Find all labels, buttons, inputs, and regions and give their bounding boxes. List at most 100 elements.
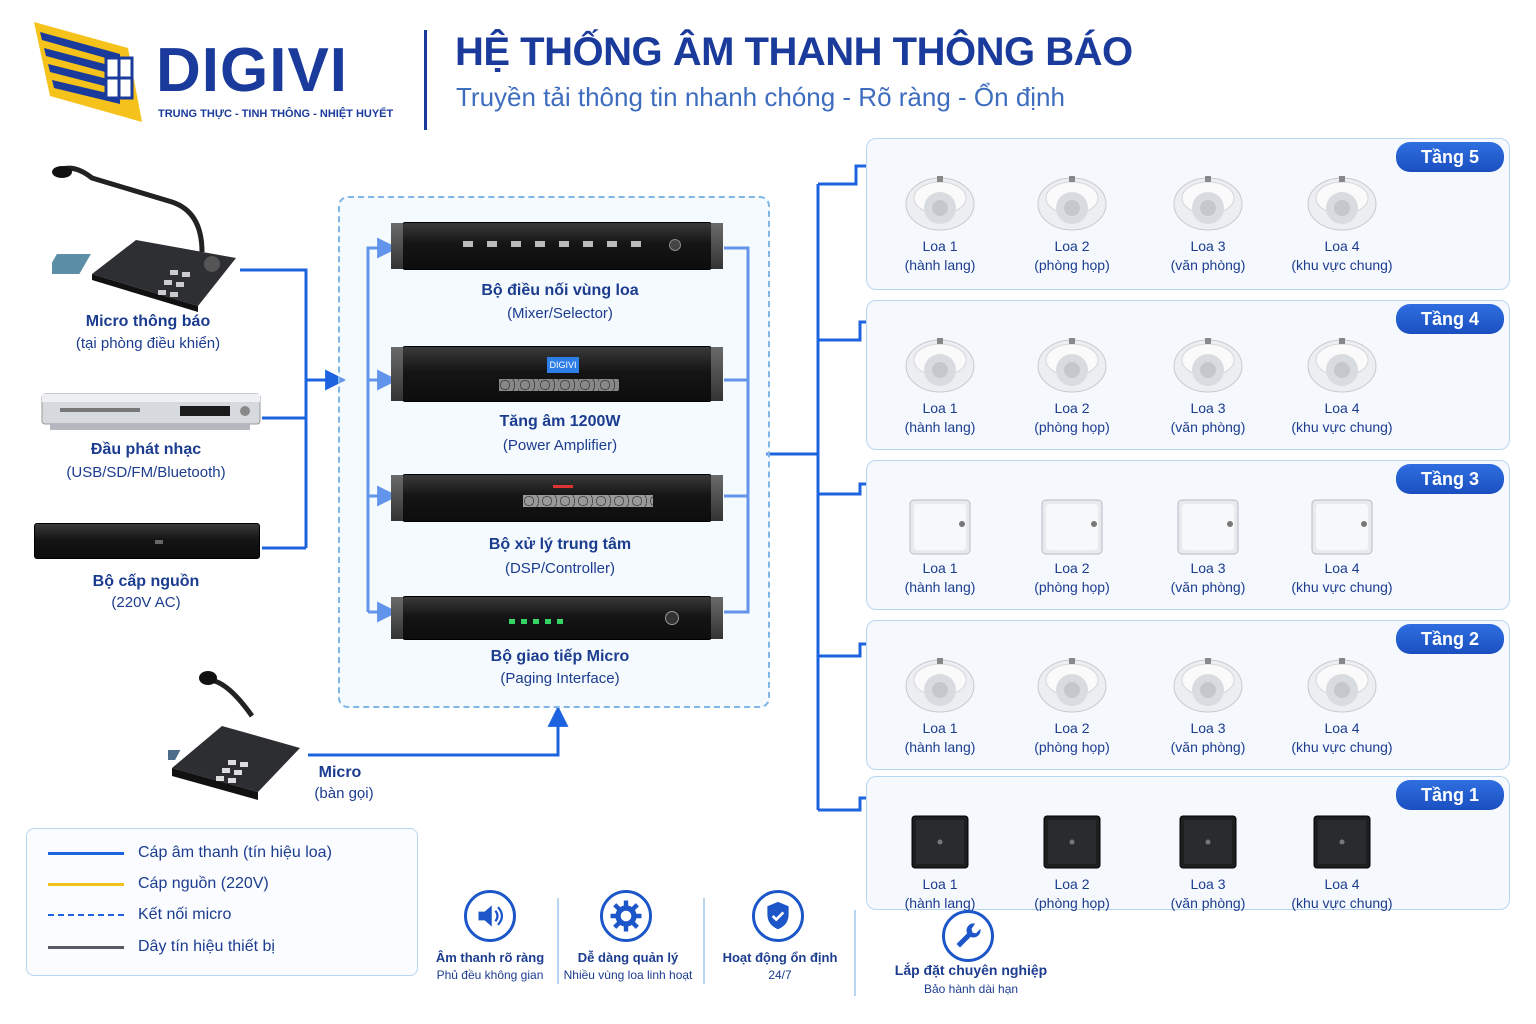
dsp-controller-device [391, 474, 723, 522]
mixer-selector-device [391, 222, 723, 270]
legend-line-audio [48, 852, 124, 855]
feature-title-2: Dễ dàng quản lý [577, 950, 679, 965]
speaker-name: Loa 4 [1324, 720, 1360, 736]
speaker-room: (văn phòng) [1170, 579, 1246, 595]
feature-title-1: Âm thanh rõ ràng [435, 950, 545, 965]
speaker-icon [1306, 496, 1378, 558]
paging-sub: (Paging Interface) [500, 670, 620, 687]
speaker-name: Loa 3 [1190, 400, 1226, 416]
speaker-icon [1306, 812, 1378, 874]
speaker-room: (khu vực chung) [1291, 739, 1393, 755]
speaker-icon [1036, 336, 1108, 398]
speaker-name: Loa 2 [1054, 400, 1090, 416]
digivi-logo-icon [34, 22, 142, 122]
speaker-icon [1306, 174, 1378, 236]
source-label-mic: Micro thông báo [85, 313, 211, 330]
speaker-icon [464, 890, 516, 942]
feature-sub-2: Nhiều vùng loa linh hoạt [563, 968, 693, 982]
speaker-name: Loa 4 [1324, 876, 1360, 892]
speaker-icon [1036, 656, 1108, 718]
floor-badge: Tầng 5 [1396, 142, 1504, 172]
legend-label-power: Cáp nguồn (220V) [138, 875, 269, 892]
feature-divider [703, 898, 705, 984]
speaker-room: (phòng họp) [1034, 739, 1110, 755]
page-title: HỆ THỐNG ÂM THANH THÔNG BÁO [455, 30, 1133, 74]
amp-display: DIGIVI [547, 357, 579, 373]
legend-line-signal [48, 946, 124, 949]
speaker-name: Loa 2 [1054, 720, 1090, 736]
speaker-room: (văn phòng) [1170, 419, 1246, 435]
source-label-power: Bộ cấp nguồn [92, 573, 200, 590]
amp-sub: (Power Amplifier) [502, 437, 618, 454]
paging-interface-device [391, 596, 723, 640]
speaker-name: Loa 4 [1324, 560, 1360, 576]
speaker-room: (khu vực chung) [1291, 257, 1393, 273]
speaker-name: Loa 1 [922, 876, 958, 892]
floor-badge: Tầng 4 [1396, 304, 1504, 334]
call-mic-station-icon [168, 671, 300, 800]
speaker-room: (hành lang) [904, 419, 976, 435]
legend-label-audio: Cáp âm thanh (tín hiệu loa) [138, 844, 332, 861]
feature-sub-1: Phủ đều không gian [436, 968, 544, 982]
feature-sub-3: 24/7 [768, 968, 792, 982]
feature-title-3: Hoạt động ổn định [722, 950, 838, 965]
power-supply-device [34, 523, 260, 559]
speaker-room: (hành lang) [904, 579, 976, 595]
speaker-room: (hành lang) [904, 739, 976, 755]
speaker-icon [1172, 812, 1244, 874]
brand-tagline: TRUNG THỰC - TINH THÔNG - NHIỆT HUYẾT [158, 108, 394, 120]
feature-sub-4: Bảo hành dài hạn [923, 982, 1019, 996]
floor-badge: Tầng 1 [1396, 780, 1504, 810]
speaker-room: (hành lang) [904, 257, 976, 273]
source-label-player: Đầu phát nhạc [90, 441, 202, 458]
speaker-icon [904, 656, 976, 718]
speaker-icon [1036, 812, 1108, 874]
paging-mic-console-icon [52, 165, 236, 312]
speaker-room: (khu vực chung) [1291, 419, 1393, 435]
speaker-room: (phòng họp) [1034, 257, 1110, 273]
speaker-name: Loa 1 [922, 400, 958, 416]
speaker-room: (phòng họp) [1034, 419, 1110, 435]
dsp-label: Bộ xử lý trung tâm [488, 536, 632, 553]
legend-line-micro [48, 914, 124, 916]
legend-label-micro: Kết nối micro [138, 906, 232, 923]
legend-label-signal: Dây tín hiệu thiết bị [138, 938, 275, 955]
speaker-name: Loa 2 [1054, 560, 1090, 576]
speaker-icon [1306, 336, 1378, 398]
speaker-room: (văn phòng) [1170, 895, 1246, 911]
speaker-room: (phòng họp) [1034, 579, 1110, 595]
feature-divider [854, 910, 856, 996]
paging-label: Bộ giao tiếp Micro [490, 648, 630, 665]
speaker-name: Loa 1 [922, 720, 958, 736]
power-amplifier-device: DIGIVI [391, 346, 723, 402]
page-subtitle: Truyền tải thông tin nhanh chóng - Rõ rà… [456, 82, 1065, 112]
amp-label: Tăng âm 1200W [499, 413, 621, 430]
speaker-room: (phòng họp) [1034, 895, 1110, 911]
wrench-icon [942, 910, 994, 962]
dsp-sub: (DSP/Controller) [504, 560, 616, 577]
speaker-icon [904, 174, 976, 236]
floor-badge: Tầng 2 [1396, 624, 1504, 654]
speaker-name: Loa 1 [922, 238, 958, 254]
speaker-room: (văn phòng) [1170, 257, 1246, 273]
source-sub-player: (USB/SD/FM/Bluetooth) [66, 464, 226, 481]
legend-line-power [48, 883, 124, 886]
speaker-name: Loa 4 [1324, 400, 1360, 416]
speaker-room: (văn phòng) [1170, 739, 1246, 755]
speaker-name: Loa 3 [1190, 238, 1226, 254]
speaker-icon [904, 812, 976, 874]
feature-divider [557, 898, 559, 984]
speaker-name: Loa 4 [1324, 238, 1360, 254]
speaker-icon [1036, 496, 1108, 558]
speaker-name: Loa 3 [1190, 876, 1226, 892]
music-player-icon [41, 393, 261, 430]
speaker-icon [1172, 496, 1244, 558]
speaker-name: Loa 1 [922, 560, 958, 576]
speaker-name: Loa 3 [1190, 560, 1226, 576]
speaker-name: Loa 3 [1190, 720, 1226, 736]
speaker-room: (khu vực chung) [1291, 895, 1393, 911]
header-divider [424, 30, 427, 130]
feature-title-4: Lắp đặt chuyên nghiệp [894, 962, 1048, 978]
speaker-icon [1172, 336, 1244, 398]
micro-call-sub: (bàn gọi) [314, 785, 374, 802]
